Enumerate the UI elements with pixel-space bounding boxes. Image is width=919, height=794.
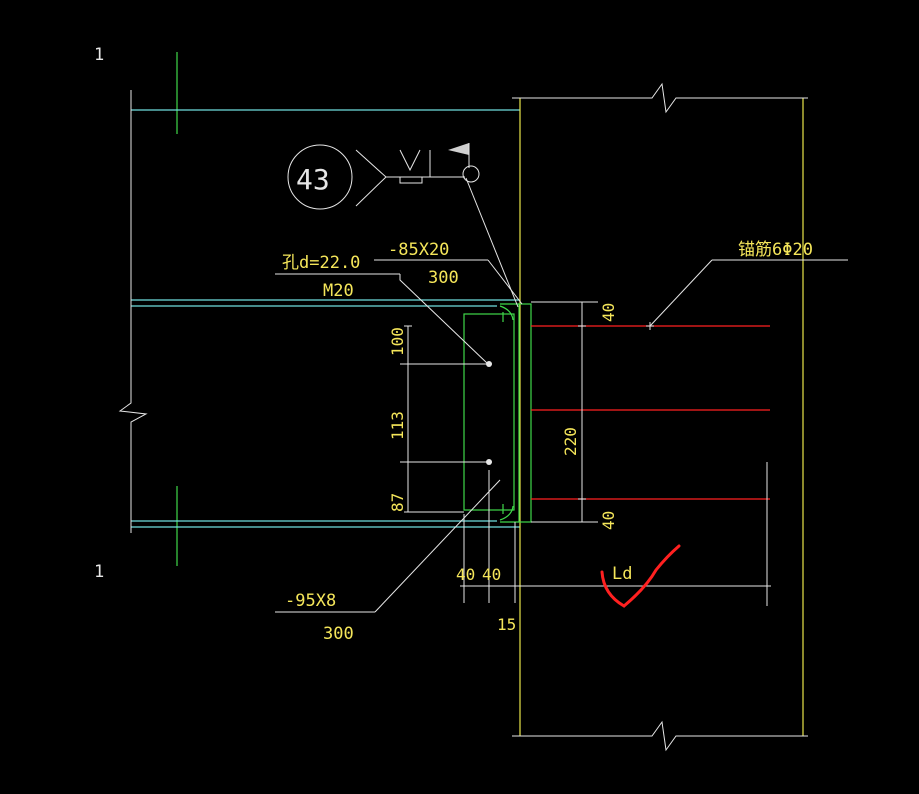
dim-bolt-spacing-3: 87 bbox=[388, 493, 407, 512]
dim-top-edge: 40 bbox=[599, 303, 618, 322]
beam bbox=[118, 90, 520, 533]
plate-bottom-section-label: -95X8 bbox=[285, 591, 336, 611]
wall-break-bottom bbox=[512, 720, 808, 752]
weld-leader bbox=[465, 177, 519, 308]
beam-break-line bbox=[118, 90, 148, 533]
plate-top-section-label: -85X20 bbox=[388, 240, 449, 260]
dim-horiz-1: 40 bbox=[456, 565, 475, 584]
wall bbox=[512, 82, 808, 752]
embedded-plate bbox=[463, 303, 532, 523]
dim-bolt-spacing-2: 113 bbox=[388, 411, 407, 440]
vertical-dimensions-right bbox=[531, 301, 598, 523]
bolt-size-label: M20 bbox=[323, 281, 354, 301]
dim-bolt-spacing-1: 100 bbox=[388, 327, 407, 356]
anchor-length-label: Ld bbox=[612, 564, 632, 584]
dim-horiz-2: 40 bbox=[482, 565, 501, 584]
bolt-holes bbox=[400, 361, 492, 465]
hole-diameter-label: 孔d=22.0 bbox=[282, 253, 360, 273]
section-mark-top: 1 bbox=[94, 45, 104, 65]
vertical-dimensions-left bbox=[404, 325, 464, 513]
plate-bottom-length-label: 300 bbox=[323, 624, 354, 644]
weld-flag bbox=[448, 143, 469, 155]
weld-symbol: 43 bbox=[287, 143, 519, 308]
dim-rebar-span: 220 bbox=[561, 427, 580, 456]
wall-break-top bbox=[512, 82, 808, 114]
dim-bottom-edge: 40 bbox=[599, 511, 618, 530]
dim-horiz-3: 15 bbox=[497, 615, 516, 634]
red-checkmark-annotation bbox=[600, 544, 681, 608]
weld-number: 43 bbox=[296, 163, 330, 196]
rebar-label: 锚筋6Φ20 bbox=[738, 240, 813, 260]
leaders bbox=[275, 259, 848, 613]
anchor-rebars bbox=[531, 325, 770, 500]
horizontal-dimensions bbox=[460, 462, 771, 606]
weld-number-circle bbox=[287, 144, 353, 210]
section-mark-bottom: 1 bbox=[94, 562, 104, 582]
plate-top-length-label: 300 bbox=[428, 268, 459, 288]
